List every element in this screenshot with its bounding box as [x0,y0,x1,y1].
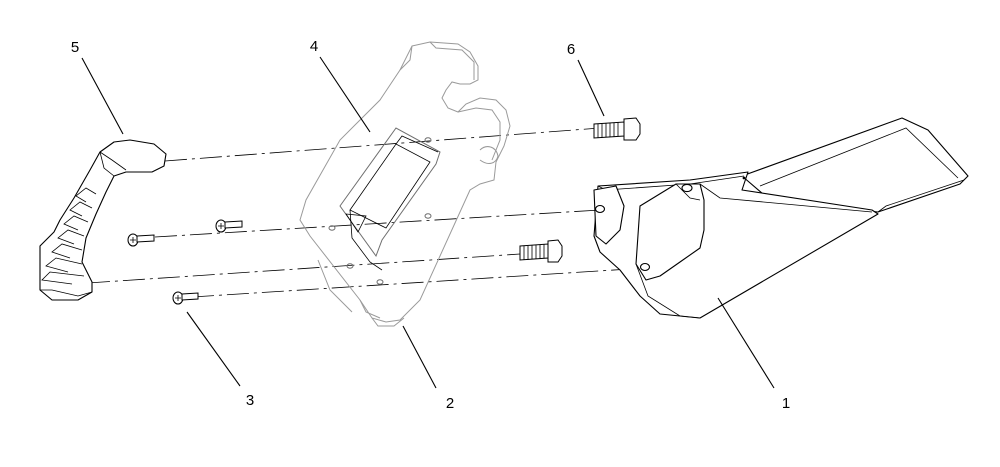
callout-1: 1 [782,395,790,412]
part-2-spacer [317,259,405,327]
centerline-upper [164,127,601,162]
callout-numbers: 5 4 6 3 2 1 [71,38,790,412]
part-6-bolts [519,117,641,263]
leader-1 [717,297,775,389]
leader-5 [81,57,124,135]
bracket-window-outer [339,127,441,258]
screw-bottom [172,291,199,305]
bolt-lower [519,239,563,263]
part-5-grip-handle [39,139,167,301]
leader-lines [81,56,775,389]
part-3-screws [127,219,243,305]
part-1-chute-deflector [593,117,969,319]
centerline-bottom [191,267,646,298]
chute-hole-left [594,204,606,214]
callout-3: 3 [246,392,254,409]
callout-5: 5 [71,39,79,56]
callout-2: 2 [446,395,454,412]
leader-2 [402,325,437,389]
chute-hole-upper [681,183,693,193]
bolt-upper [593,117,641,141]
leader-4 [319,56,371,133]
chute-hole-lower [639,262,651,272]
screw-left [127,233,155,247]
leader-6 [577,59,605,117]
callout-6: 6 [567,41,575,58]
leader-3 [186,311,241,387]
bracket-window-inner [349,143,431,229]
part-4-bracket-plate [299,41,511,323]
screw-middle [215,219,243,233]
callout-4: 4 [310,38,318,55]
centerline-lower [87,253,521,284]
